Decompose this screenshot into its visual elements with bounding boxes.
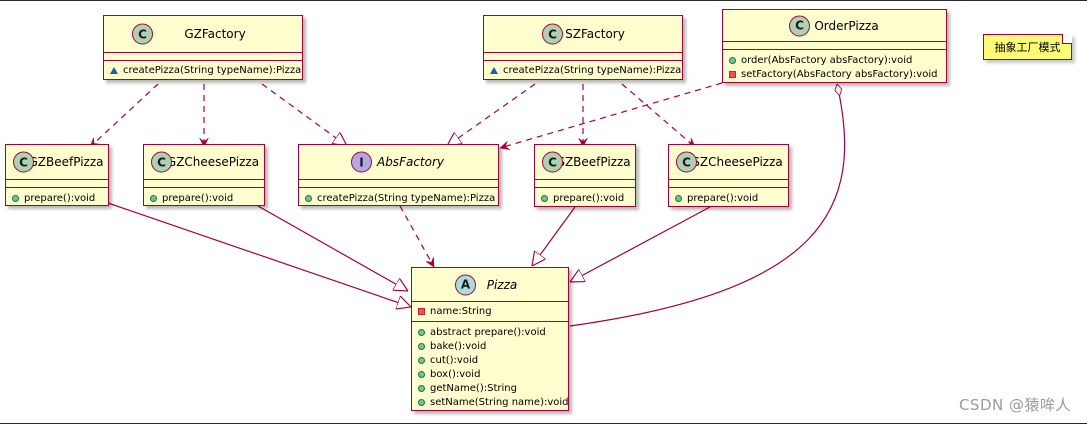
class-szbeefpizza: C SZBeefPizza prepare():void bbox=[534, 144, 636, 207]
public-icon bbox=[418, 328, 425, 336]
interface-name: AbsFactory bbox=[376, 155, 444, 169]
class-gzbeefpizza: C GZBeefPizza prepare():void bbox=[5, 144, 109, 206]
class-icon: C bbox=[542, 23, 563, 45]
interface-icon: I bbox=[351, 151, 372, 173]
class-gzcheesepizza: C GZCheesePizza prepare():void bbox=[143, 144, 265, 206]
edge-orderpizza-pizza bbox=[569, 84, 846, 327]
public-icon bbox=[418, 370, 425, 378]
public-icon bbox=[541, 194, 548, 202]
edge-szbeefpizza-pizza bbox=[532, 206, 576, 266]
class-icon: C bbox=[151, 151, 172, 173]
note-fold-icon bbox=[1062, 34, 1072, 44]
public-icon bbox=[729, 56, 736, 64]
edge-szfactory-absfactory bbox=[447, 83, 536, 146]
class-name: SZFactory bbox=[565, 27, 625, 41]
edge-orderpizza-absfactory bbox=[500, 82, 723, 148]
class-icon: C bbox=[132, 23, 153, 45]
method-row: prepare():void bbox=[144, 191, 264, 205]
abstract-class-pizza: A Pizza name:String abstract prepare():v… bbox=[411, 267, 569, 411]
note-text: 抽象工厂模式 bbox=[994, 41, 1061, 54]
abstract-class-icon: A bbox=[455, 274, 476, 295]
edge-szcheesepizza-pizza bbox=[570, 206, 711, 282]
class-name: GZCheesePizza bbox=[166, 155, 260, 169]
private-icon bbox=[418, 307, 425, 315]
class-name: SZCheesePizza bbox=[692, 155, 783, 169]
field-row: name:String bbox=[412, 304, 568, 318]
public-icon bbox=[418, 356, 425, 364]
class-name: Pizza bbox=[486, 277, 518, 292]
class-name: GZFactory bbox=[184, 27, 246, 41]
class-name: SZBeefPizza bbox=[557, 155, 631, 169]
edge-gzfactory-gzbeefpizza bbox=[89, 83, 159, 148]
class-icon: C bbox=[676, 151, 697, 173]
method-row: setFactory(AbsFactory absFactory):void bbox=[723, 67, 946, 81]
public-icon bbox=[418, 398, 425, 406]
class-szcheesepizza: C SZCheesePizza prepare():void bbox=[668, 144, 789, 207]
class-icon: C bbox=[13, 151, 34, 173]
public-icon bbox=[418, 342, 425, 350]
diagram-note: 抽象工厂模式 bbox=[983, 34, 1072, 60]
edge-gzcheesepizza-pizza bbox=[257, 205, 408, 291]
edge-szfactory-szcheesepizza bbox=[621, 83, 696, 148]
class-szfactory: C SZFactory createPizza(String typeName)… bbox=[483, 15, 683, 80]
public-icon bbox=[675, 194, 682, 202]
method-row: prepare():void bbox=[6, 191, 108, 205]
method-row: order(AbsFactory absFactory):void bbox=[723, 53, 946, 67]
protected-icon bbox=[490, 66, 498, 74]
class-name: OrderPizza bbox=[814, 18, 879, 33]
method-row: createPizza(String typeName):Pizza bbox=[104, 63, 302, 77]
method-row: createPizza(String typeName):Pizza bbox=[484, 63, 682, 77]
edge-gzfactory-absfactory bbox=[261, 83, 347, 146]
class-gzfactory: C GZFactory createPizza(String typeName)… bbox=[103, 15, 303, 80]
edge-gzbeefpizza-pizza bbox=[107, 202, 411, 307]
interface-absfactory: I AbsFactory createPizza(String typeName… bbox=[298, 144, 499, 206]
protected-icon bbox=[110, 66, 118, 74]
class-icon: C bbox=[789, 15, 810, 36]
method-row: bake():void bbox=[412, 339, 568, 353]
edge-absfactory-pizza bbox=[399, 205, 435, 267]
public-icon bbox=[418, 384, 425, 392]
method-row: abstract prepare():void bbox=[412, 325, 568, 339]
public-icon bbox=[150, 194, 157, 202]
public-icon bbox=[12, 194, 19, 202]
method-row: cut():void bbox=[412, 353, 568, 367]
method-row: createPizza(String typeName):Pizza bbox=[299, 191, 498, 205]
method-row: setName(String name):void bbox=[412, 395, 569, 409]
class-icon: C bbox=[542, 151, 563, 173]
watermark: CSDN @猿哞人 bbox=[958, 396, 1071, 414]
method-row: prepare():void bbox=[669, 191, 788, 205]
public-icon bbox=[305, 194, 312, 202]
method-row: box():void bbox=[412, 367, 568, 381]
method-row: getName():String bbox=[412, 381, 568, 395]
class-orderpizza: C OrderPizza order(AbsFactory absFactory… bbox=[722, 9, 947, 83]
method-row: prepare():void bbox=[535, 191, 635, 205]
private-icon bbox=[729, 70, 736, 78]
class-name: GZBeefPizza bbox=[28, 155, 104, 169]
